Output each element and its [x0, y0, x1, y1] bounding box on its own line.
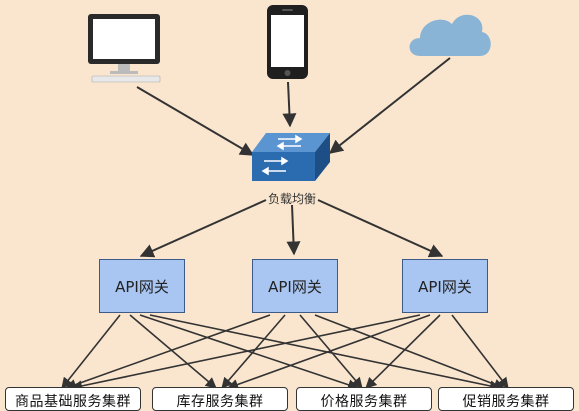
- arrow-cloud-to-lb: [328, 57, 451, 154]
- arrow-phone-to-lb: [282, 81, 297, 128]
- arrow-lb-to-gw3: [317, 199, 444, 258]
- load-balancer-label: 负载均衡: [267, 192, 316, 206]
- service-product-base-cluster: 商品基础服务集群: [5, 387, 141, 411]
- service-price-cluster: 价格服务集群: [296, 387, 432, 411]
- arrow-lb-to-gw1: [139, 199, 267, 258]
- cloud-icon: [409, 14, 491, 56]
- arrow-desktop-to-lb: [136, 86, 255, 156]
- api-gateway-1: API网关: [99, 259, 185, 313]
- service-inventory-cluster: 库存服务集群: [152, 387, 288, 411]
- api-gateway-3: API网关: [402, 259, 488, 313]
- network-switch-icon: [252, 133, 330, 181]
- service-promotion-cluster: 促销服务集群: [438, 387, 574, 411]
- architecture-diagram: [61, 5, 509, 392]
- gateway-service-arrows: [61, 314, 509, 392]
- desktop-monitor-icon: [88, 14, 161, 83]
- arrow-lb-to-gw2: [286, 204, 301, 256]
- api-gateway-2: API网关: [252, 259, 338, 313]
- smartphone-icon: [267, 5, 308, 79]
